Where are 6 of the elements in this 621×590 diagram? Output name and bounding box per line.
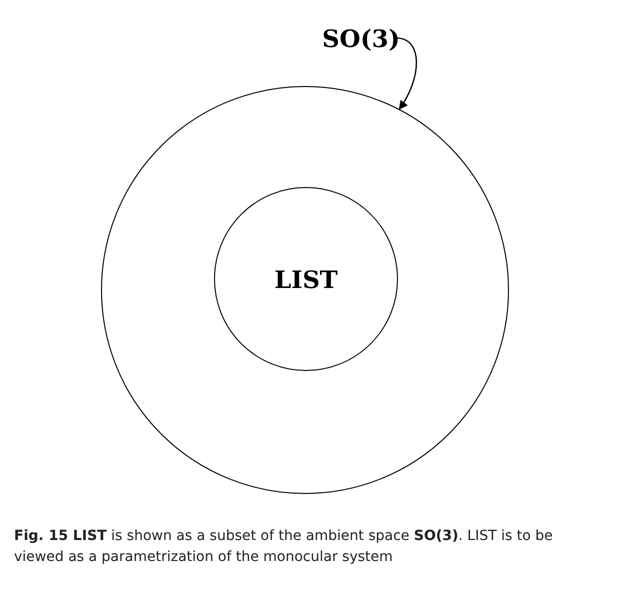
figure-caption: Fig. 15 LIST is shown as a subset of the ambient space SO(3). LIST is to be viewed as a parametrization of the monocular system [14, 527, 554, 567]
outer-circle [101, 86, 509, 494]
leader-arrow [396, 37, 418, 110]
set-circle [214, 187, 398, 371]
circle-label: LIST [274, 264, 338, 294]
set-label: SO(3) [322, 24, 400, 52]
